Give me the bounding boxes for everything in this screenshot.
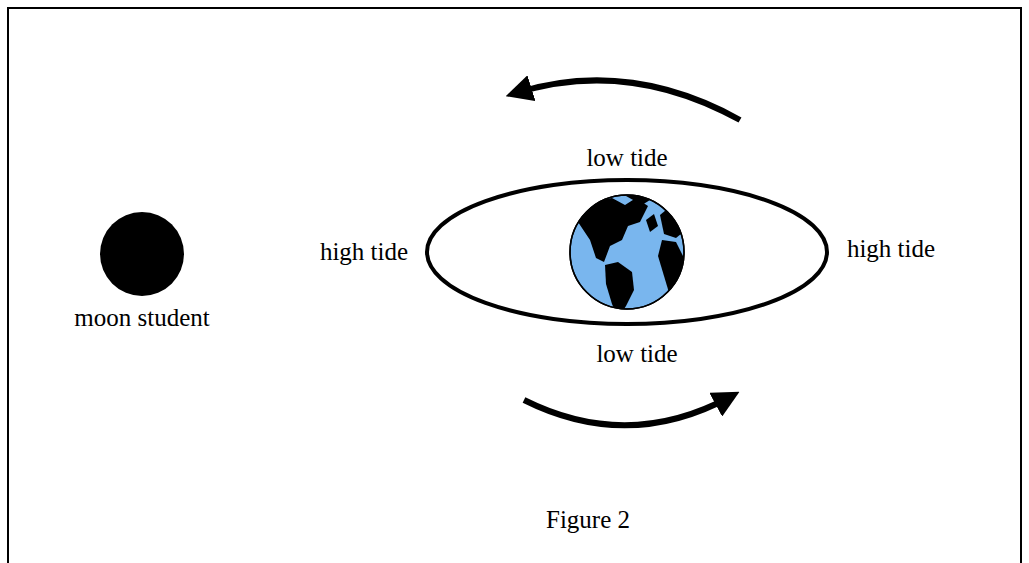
moon-shape bbox=[100, 212, 184, 296]
rotation-arrow bbox=[524, 397, 730, 425]
moon-circle bbox=[98, 210, 186, 298]
tide-label: high tide bbox=[847, 235, 935, 263]
node-label: moon student bbox=[74, 304, 209, 332]
tide-bulge bbox=[427, 180, 827, 324]
tide-label: low tide bbox=[596, 340, 677, 368]
tide-label: high tide bbox=[320, 238, 408, 266]
frame bbox=[8, 8, 1021, 563]
tide-label: low tide bbox=[586, 144, 667, 172]
earth bbox=[570, 194, 686, 318]
moon-node: moon student bbox=[74, 210, 209, 332]
rotation-arrow bbox=[516, 80, 740, 120]
figure-caption: Figure 2 bbox=[546, 506, 630, 534]
